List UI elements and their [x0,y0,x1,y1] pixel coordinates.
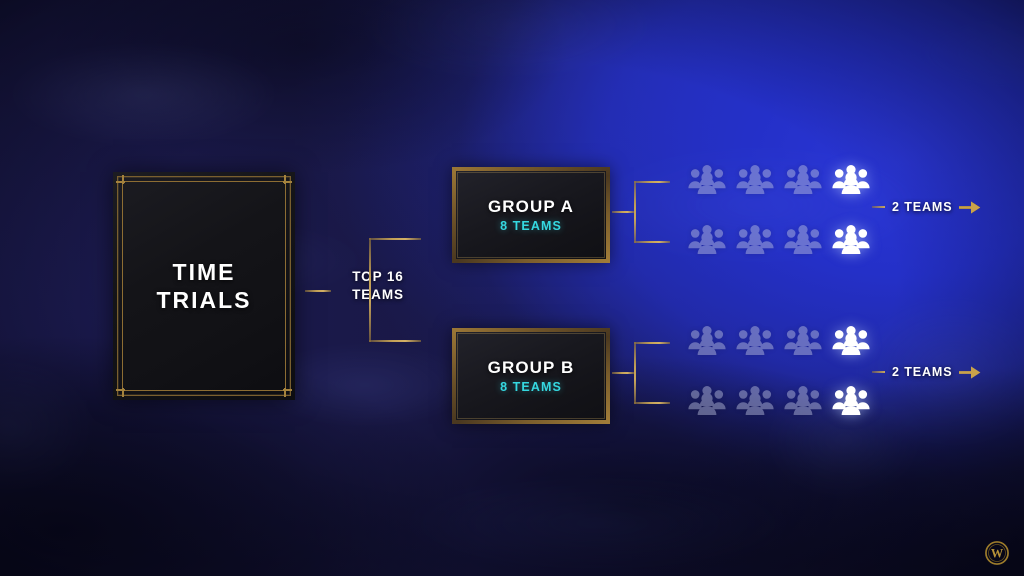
watermark-letter: W [991,547,1004,561]
team-group-icon [784,326,822,355]
group-a-team-row-1 [688,164,870,194]
team-group-icon [784,225,822,254]
arrow-right-icon [959,365,981,379]
group-b-panel: GROUP B 8 TEAMS [452,328,610,424]
panel-frame-outer [117,176,291,396]
connector-group-split-vertical [369,238,371,342]
group-a-subtitle: 8 TEAMS [500,219,562,233]
team-group-icon [736,386,774,415]
group-b-subtitle: 8 TEAMS [500,380,562,394]
connector-group-a-row-2-arm [634,241,670,243]
group-b-advance-label: 2 TEAMS [892,365,953,379]
time-trials-panel: TIME TRIALS [113,172,295,400]
group-b-advance: 2 TEAMS [872,365,981,379]
group-a-team-row-2 [688,224,870,254]
team-group-icon [688,326,726,355]
group-b-title: GROUP B [487,358,575,377]
top-16-line-2: TEAMS [352,286,404,302]
connector-time-trials-stub [305,290,331,292]
connector-group-b-row-2-arm [634,402,670,404]
group-b-team-row-1 [688,325,870,355]
group-a-advance-label: 2 TEAMS [892,200,953,214]
team-group-icon [688,165,726,194]
time-trials-label: TIME TRIALS [113,258,295,314]
group-a-title: GROUP A [487,197,575,216]
team-group-icon [736,165,774,194]
advance-dash-icon [872,371,885,373]
watermark-logo-icon: W [985,541,1009,565]
arrow-right-icon [959,200,981,214]
connector-group-a-stub [612,211,634,213]
connector-group-b-arm [369,340,421,342]
team-group-icon [736,326,774,355]
team-group-icon [832,225,870,254]
team-group-icon [784,386,822,415]
group-a-panel: GROUP A 8 TEAMS [452,167,610,263]
connector-group-a-arm [369,238,421,240]
team-group-icon [832,326,870,355]
connector-group-b-row-1-arm [634,342,670,344]
connector-group-b-stub [612,372,634,374]
panel-frame-inner [122,181,286,391]
team-group-icon [832,386,870,415]
advance-dash-icon [872,206,885,208]
connector-group-b-rows-vertical [634,342,636,404]
top-16-teams-label: TOP 16 TEAMS [338,268,418,303]
time-trials-line-1: TIME [172,258,236,285]
time-trials-line-2: TRIALS [156,287,252,313]
team-group-icon [832,165,870,194]
team-group-icon [688,386,726,415]
connector-group-a-rows-vertical [634,181,636,243]
team-group-icon [688,225,726,254]
team-group-icon [784,165,822,194]
group-b-team-row-2 [688,385,870,415]
team-group-icon [736,225,774,254]
group-a-advance: 2 TEAMS [872,200,981,214]
top-16-line-1: TOP 16 [352,269,404,284]
connector-group-a-row-1-arm [634,181,670,183]
